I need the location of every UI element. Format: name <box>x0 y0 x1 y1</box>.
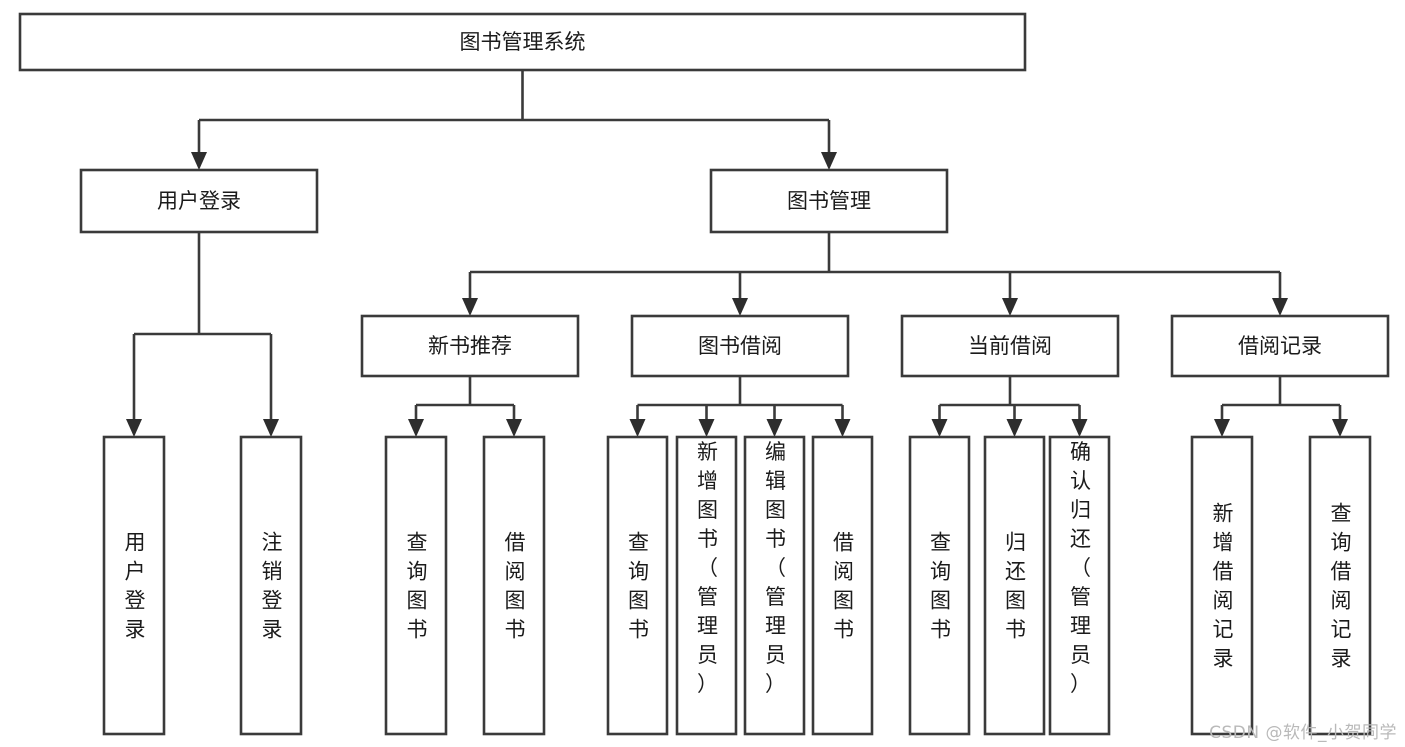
node-leaf-借阅图书-3[interactable]: 借阅图书 <box>482 435 546 736</box>
node-label: 查询图书 <box>628 531 649 642</box>
node-box-rect <box>239 435 303 736</box>
node-level3-新书推荐-0[interactable]: 新书推荐 <box>360 314 580 378</box>
node-box-rect <box>743 435 806 736</box>
node-label: 确认归还（管理员） <box>1070 440 1091 696</box>
node-leaf-注销登录-1[interactable]: 注销登录 <box>239 435 303 736</box>
node-box-rect <box>709 168 949 234</box>
node-level2-用户登录-0[interactable]: 用户登录 <box>79 168 319 234</box>
node-label: 用户登录 <box>125 531 146 642</box>
node-label: 当前借阅 <box>968 334 1052 358</box>
node-label: 查询图书 <box>930 531 951 642</box>
node-leaf-新增图书管理员-5[interactable]: 新增图书（管理员） <box>675 435 738 736</box>
node-box-rect <box>360 314 580 378</box>
node-box-rect <box>1190 435 1254 736</box>
node-label: 新增图书（管理员） <box>697 440 718 696</box>
node-box-rect <box>1308 435 1372 736</box>
node-label: 查询图书 <box>407 531 428 642</box>
node-label: 借阅记录 <box>1238 334 1322 358</box>
node-box-rect <box>675 435 738 736</box>
node-leaf-确认归还管理员-10[interactable]: 确认归还（管理员） <box>1048 435 1111 736</box>
node-box-rect <box>630 314 850 378</box>
node-box-rect <box>606 435 669 736</box>
node-label: 图书借阅 <box>698 334 782 358</box>
node-label: 新增借阅记录 <box>1213 502 1234 671</box>
node-label: 借阅图书 <box>505 531 526 642</box>
node-root-图书管理系统-0[interactable]: 图书管理系统 <box>18 12 1027 72</box>
node-leaf-查询图书-8[interactable]: 查询图书 <box>908 435 971 736</box>
node-box-rect <box>811 435 874 736</box>
node-label: 新书推荐 <box>428 334 512 358</box>
node-label: 借阅图书 <box>833 531 854 642</box>
node-label: 注销登录 <box>262 531 283 642</box>
node-label: 编辑图书（管理员） <box>765 440 786 696</box>
node-box-rect <box>79 168 319 234</box>
watermark-label: CSDN @软件_小贺同学 <box>1209 723 1397 743</box>
node-leaf-查询借阅记录-12[interactable]: 查询借阅记录 <box>1308 435 1372 736</box>
node-box-rect <box>482 435 546 736</box>
node-box-rect <box>102 435 166 736</box>
node-level3-借阅记录-3[interactable]: 借阅记录 <box>1170 314 1390 378</box>
node-leaf-查询图书-4[interactable]: 查询图书 <box>606 435 669 736</box>
node-leaf-用户登录-0[interactable]: 用户登录 <box>102 435 166 736</box>
node-box-rect <box>18 12 1027 72</box>
node-box-rect <box>384 435 448 736</box>
node-box-rect <box>1170 314 1390 378</box>
node-box-rect <box>900 314 1120 378</box>
node-label: 查询借阅记录 <box>1331 502 1352 671</box>
node-leaf-查询图书-2[interactable]: 查询图书 <box>384 435 448 736</box>
node-box-rect <box>908 435 971 736</box>
node-level3-图书借阅-1[interactable]: 图书借阅 <box>630 314 850 378</box>
node-box-rect <box>983 435 1046 736</box>
node-box-rect <box>1048 435 1111 736</box>
node-label: 归还图书 <box>1005 531 1026 642</box>
node-level3-当前借阅-2[interactable]: 当前借阅 <box>900 314 1120 378</box>
node-level2-图书管理-1[interactable]: 图书管理 <box>709 168 949 234</box>
node-label: 图书管理 <box>787 189 871 213</box>
node-leaf-编辑图书管理员-6[interactable]: 编辑图书（管理员） <box>743 435 806 736</box>
node-label: 用户登录 <box>157 189 241 213</box>
node-leaf-新增借阅记录-11[interactable]: 新增借阅记录 <box>1190 435 1254 736</box>
node-leaf-借阅图书-7[interactable]: 借阅图书 <box>811 435 874 736</box>
node-label: 图书管理系统 <box>460 30 586 54</box>
node-leaf-归还图书-9[interactable]: 归还图书 <box>983 435 1046 736</box>
